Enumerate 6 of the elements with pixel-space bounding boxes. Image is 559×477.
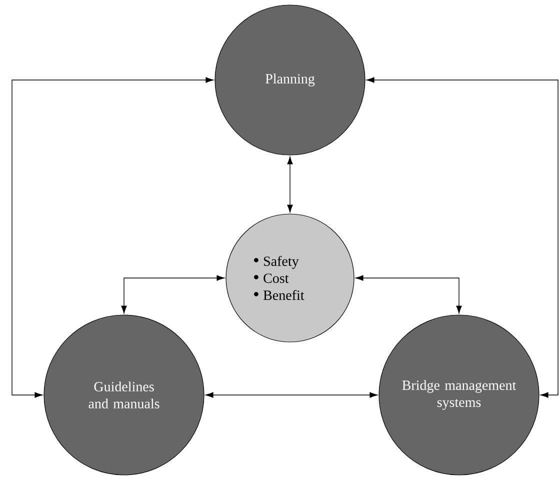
arrow: [356, 275, 462, 314]
arrow: [121, 275, 224, 314]
arrow: [366, 77, 558, 398]
arrow: [287, 156, 293, 212]
arrow: [206, 392, 378, 398]
arrow: [12, 77, 214, 398]
